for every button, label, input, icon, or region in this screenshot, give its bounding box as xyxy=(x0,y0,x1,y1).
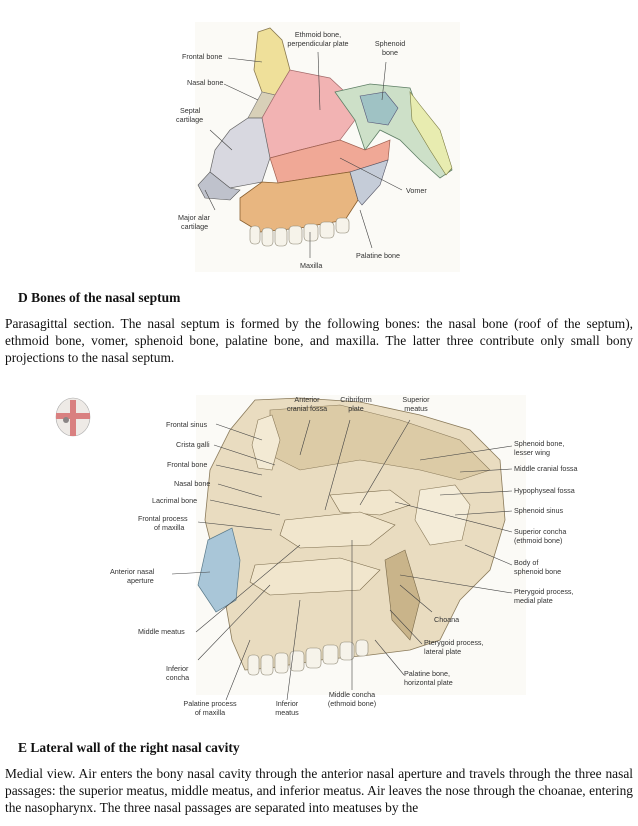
skull-orientation-icon xyxy=(55,397,91,437)
label-sup-concha-2: (ethmoid bone) xyxy=(514,536,562,545)
label-body-sph: Body of xyxy=(514,558,538,567)
label-inf-meatus-2: meatus xyxy=(275,708,299,717)
label-septal-d-2: cartilage xyxy=(176,115,203,124)
label-ptery-medial-2: medial plate xyxy=(514,596,553,605)
inferior-concha-shape xyxy=(249,557,381,596)
label-body-sph-2: sphenoid bone xyxy=(514,567,561,576)
label-crista: Crista galli xyxy=(176,440,210,449)
label-alar-d-2: cartilage xyxy=(181,222,208,231)
caption-title-d: D Bones of the nasal septum xyxy=(18,290,181,305)
label-ant-cranial-2: cranial fossa xyxy=(287,404,327,413)
label-cribriform: Cribriform xyxy=(340,395,372,404)
label-hypophyseal: Hypophyseal fossa xyxy=(514,486,575,495)
label-palatine-horiz: Palatine bone, xyxy=(404,669,450,678)
caption-text-d: Parasagittal section. The nasal septum i… xyxy=(5,316,633,365)
label-palatine-process-2: of maxilla xyxy=(195,708,225,717)
superior-concha-shape xyxy=(329,489,411,516)
label-choana: Choana xyxy=(434,615,459,624)
middle-concha-shape xyxy=(279,511,396,549)
label-ant-cranial: Anterior xyxy=(294,395,320,404)
label-palatine-process: Palatine process xyxy=(183,699,237,708)
label-septal-d: Septal xyxy=(180,106,201,115)
label-sph-sinus: Sphenoid sinus xyxy=(514,506,564,515)
label-frontal-sinus: Frontal sinus xyxy=(166,420,208,429)
label-sup-concha: Superior concha xyxy=(514,527,566,536)
figure-d-illustration: Ethmoid bone, perpendicular plate Spheno… xyxy=(176,22,460,272)
label-ptery-lateral-2: lateral plate xyxy=(424,647,461,656)
caption-title-e: E Lateral wall of the right nasal cavity xyxy=(18,740,240,755)
label-ethmoid-d: Ethmoid bone, xyxy=(295,30,341,39)
label-middle-cranial: Middle cranial fossa xyxy=(514,464,578,473)
label-ptery-medial: Pterygoid process, xyxy=(514,587,574,596)
label-frontal-bone-e: Frontal bone xyxy=(167,460,207,469)
label-ant-aperture-2: aperture xyxy=(127,576,154,585)
label-sphenoid-d: Sphenoid xyxy=(375,39,405,48)
label-maxilla-d: Maxilla xyxy=(300,261,322,270)
alar-cartilage-shape xyxy=(197,171,241,201)
label-nasal-bone-e: Nasal bone xyxy=(174,479,210,488)
teeth xyxy=(249,217,350,247)
label-middle-concha-2: (ethmoid bone) xyxy=(328,699,376,708)
label-ethmoid-d-2: perpendicular plate xyxy=(287,39,348,48)
label-sphenoid-d-2: bone xyxy=(382,48,398,57)
label-sph-lesser: Sphenoid bone, xyxy=(514,439,564,448)
label-middle-meatus: Middle meatus xyxy=(138,627,185,636)
label-inf-meatus: Inferior xyxy=(276,699,299,708)
label-nasal-d: Nasal bone xyxy=(187,78,223,87)
label-ptery-lateral: Pterygoid process, xyxy=(424,638,484,647)
palatine-bone-shape xyxy=(349,159,389,206)
label-alar-d: Major alar xyxy=(178,213,211,222)
label-inf-concha: Inferior xyxy=(166,664,189,673)
label-sup-meatus-2: meatus xyxy=(404,404,428,413)
label-ant-aperture: Anterior nasal xyxy=(110,567,155,576)
label-frontal-process: Frontal process xyxy=(138,514,188,523)
label-lacrimal: Lacrimal bone xyxy=(152,496,197,505)
label-sup-meatus: Superior xyxy=(402,395,430,404)
label-palatine-horiz-2: horizontal plate xyxy=(404,678,453,687)
teeth-e xyxy=(247,639,369,676)
label-inf-concha-2: concha xyxy=(166,673,189,682)
label-vomer-d: Vomer xyxy=(406,186,427,195)
figure-e-illustration: Anterior cranial fossa Cribriform plate … xyxy=(55,395,578,717)
label-sph-lesser-2: lesser wing xyxy=(514,448,550,457)
label-frontal-d: Frontal bone xyxy=(182,52,222,61)
caption-text-e: Medial view. Air enters the bony nasal c… xyxy=(5,766,633,815)
label-cribriform-2: plate xyxy=(348,404,364,413)
label-frontal-process-2: of maxilla xyxy=(154,523,184,532)
label-middle-concha: Middle concha xyxy=(329,690,375,699)
label-palatine-d: Palatine bone xyxy=(356,251,400,260)
